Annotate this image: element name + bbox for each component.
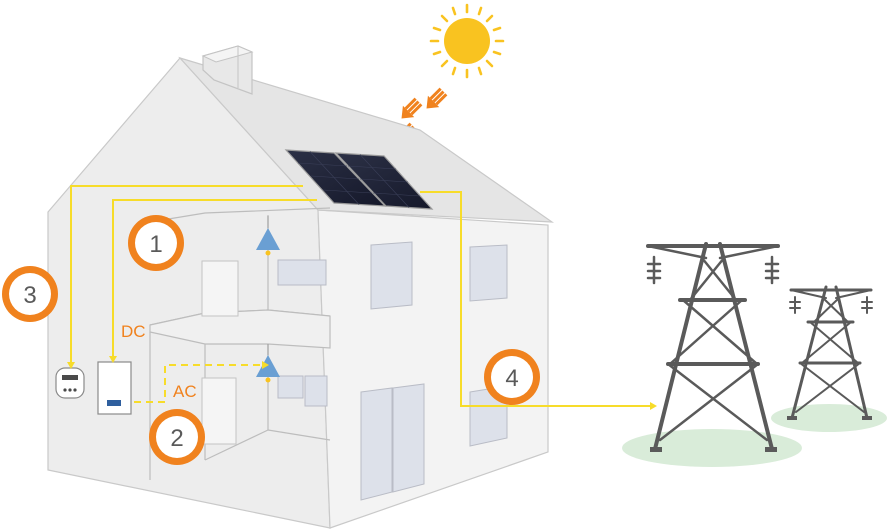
lamp-icon <box>256 216 280 256</box>
arrow-icon <box>67 362 75 369</box>
dc-label: DC <box>121 322 146 341</box>
window <box>469 244 508 302</box>
window <box>277 259 327 286</box>
wire-meter <box>70 185 303 364</box>
step-number: 2 <box>170 425 183 452</box>
wiring <box>70 185 650 407</box>
step-badge-4: 4 <box>484 349 540 405</box>
house <box>47 45 555 529</box>
front-door <box>360 383 425 501</box>
window <box>277 375 304 399</box>
sunlight-arrow-icon <box>401 97 423 119</box>
lamp-icon <box>256 344 280 383</box>
sun-icon <box>429 3 505 79</box>
meter-icon <box>55 367 85 399</box>
interior-door <box>201 377 237 445</box>
transmission-tower-icon <box>646 242 780 452</box>
wire-dc <box>112 199 317 358</box>
step-number: 3 <box>23 282 36 309</box>
step-badge-2: 2 <box>149 409 205 465</box>
ground <box>771 404 887 432</box>
wire-arrows <box>67 356 657 410</box>
step-number: 1 <box>149 231 162 258</box>
arrow-icon <box>650 402 657 410</box>
solar-panel-icon <box>284 149 434 210</box>
sunlight-arrow-icon <box>426 87 448 109</box>
ground <box>622 429 802 467</box>
house-roof <box>178 56 555 223</box>
ac-label: AC <box>173 382 197 401</box>
wire-grid <box>420 191 650 407</box>
wire-ac <box>134 364 262 403</box>
interior-door <box>201 260 239 317</box>
window <box>304 375 328 407</box>
arrow-icon <box>109 356 117 363</box>
windows <box>277 241 508 447</box>
window <box>370 241 413 310</box>
chimney <box>201 45 254 95</box>
transmission-tower-icon <box>787 285 873 420</box>
step-number: 4 <box>505 365 518 392</box>
step-badge-3: 3 <box>2 266 58 322</box>
arrow-icon <box>262 361 269 369</box>
inverter-icon <box>97 361 132 415</box>
step-badge-1: 1 <box>128 215 184 271</box>
